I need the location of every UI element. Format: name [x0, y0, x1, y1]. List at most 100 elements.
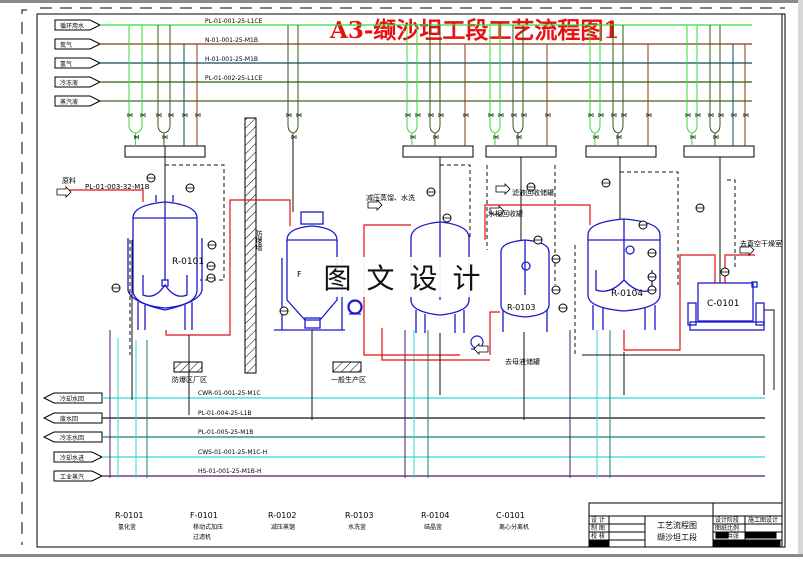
line-code: HS-01-001-25-M1B-H — [198, 468, 262, 475]
equipment-list-item: R-0101 氢化釜 — [115, 511, 143, 531]
equipment-tag: R-0101 — [115, 511, 143, 520]
instrument-bubble[interactable] — [526, 182, 536, 192]
instrument-bubble[interactable] — [601, 178, 611, 188]
utility-drop: ⋈ — [195, 44, 201, 146]
instrument-bubble[interactable] — [558, 303, 568, 313]
svg-text:⋈: ⋈ — [588, 112, 594, 119]
instrument-bubble[interactable] — [551, 285, 561, 295]
instrument-bubble[interactable] — [279, 306, 289, 316]
svg-text:⋈: ⋈ — [488, 112, 494, 119]
utility-drop: ⋈⋈⋈ — [511, 25, 527, 146]
equipment-tag: R-0104 — [421, 511, 449, 520]
distribution-headers — [124, 145, 755, 158]
svg-text:⋈: ⋈ — [195, 112, 201, 119]
annotation-aqueous: 水相回收罐 — [488, 209, 523, 218]
inlet-tag — [53, 451, 104, 463]
watermark: 图 文 设 计 — [316, 257, 488, 297]
svg-text:⋈: ⋈ — [156, 112, 162, 119]
svg-text:⋈: ⋈ — [690, 134, 696, 141]
tb-right-scale: 图纸比例 — [715, 524, 739, 532]
tb-section: 缬沙坦工段 — [657, 532, 697, 542]
instrument-bubble[interactable] — [442, 213, 452, 223]
utility-label: 冷却水回 — [60, 395, 84, 403]
zone-hatch-1 — [173, 361, 203, 373]
svg-text:⋈: ⋈ — [182, 112, 188, 119]
utility-drop: ⋈⋈⋈ — [286, 25, 302, 146]
annotation-to-dryer: 去真空干燥室 — [740, 239, 782, 248]
inlet-tag — [54, 38, 102, 50]
instrument-bubble[interactable] — [426, 187, 436, 197]
svg-text:⋈: ⋈ — [685, 112, 691, 119]
svg-text:⋈: ⋈ — [718, 112, 724, 119]
outlet-tag — [42, 392, 103, 404]
feed-line-code: PL-01-003-32-M1B — [85, 183, 150, 191]
instrument-bubble[interactable] — [206, 261, 216, 271]
svg-text:⋈: ⋈ — [743, 112, 749, 119]
equipment-name: 离心分离机 — [499, 523, 529, 531]
instrument-bubble[interactable] — [720, 267, 730, 277]
flow-arrow-icon — [56, 186, 72, 198]
svg-text:⋈: ⋈ — [134, 134, 140, 141]
utility-drop: ⋈ — [743, 44, 749, 146]
annotation-to-r0102: 减压蒸馏、水洗 — [366, 193, 415, 202]
utility-drop: ⋈⋈⋈ — [127, 25, 146, 146]
instrument-bubble[interactable] — [638, 220, 648, 230]
svg-text:⋈: ⋈ — [511, 112, 517, 119]
utility-drop: ⋈ — [545, 44, 551, 146]
window-right-border — [798, 0, 803, 557]
blast-wall-label: 防爆墙 — [255, 229, 263, 252]
inlet-tag — [54, 95, 102, 107]
drawing-frame — [21, 7, 786, 548]
vessel-r0103[interactable]: R-0103 — [500, 239, 550, 332]
instrument-bubble[interactable] — [695, 203, 705, 213]
instrument-bubble[interactable] — [551, 254, 561, 264]
instrument-bubble[interactable] — [647, 248, 657, 258]
utility-inlet[interactable]: 氢气H-01-001-25-M1B — [54, 56, 752, 69]
tb-row-design: 设 计 — [591, 516, 605, 524]
pump-icon[interactable] — [348, 300, 362, 315]
instrument-bubble[interactable] — [185, 183, 195, 193]
inlet-tag — [54, 19, 102, 31]
utility-drop: ⋈⋈⋈ — [611, 25, 627, 146]
svg-text:⋈: ⋈ — [291, 134, 297, 141]
instrument-bubble[interactable] — [146, 173, 156, 183]
zone-hatch-2 — [332, 361, 362, 373]
instrument-bubble[interactable] — [206, 273, 216, 283]
instrument-bubble[interactable] — [647, 285, 657, 295]
equipment-name: 氢化釜 — [118, 523, 136, 531]
title-block-text: 设 计 制 图 校 核 设计阶段 图纸比例 第张共张 施工图设计 工艺流程图 缬… — [591, 516, 778, 542]
vessel-label-r0101: R-0101 — [172, 257, 204, 267]
instrument-bubble[interactable] — [111, 283, 121, 293]
utility-drop: ⋈ — [646, 44, 652, 146]
utility-drop: ⋈ — [463, 44, 469, 146]
instrument-bubble[interactable] — [207, 240, 217, 250]
svg-text:⋈: ⋈ — [516, 134, 522, 141]
centrifuge-c0101[interactable]: C-0101 — [687, 281, 765, 331]
tb-drawing-name: 工艺流程图 — [657, 520, 697, 530]
utility-inlet[interactable]: 蒸汽液 — [54, 95, 752, 107]
svg-text:⋈: ⋈ — [162, 134, 168, 141]
svg-text:⋈: ⋈ — [646, 112, 652, 119]
inlet-label: 氢气 — [60, 60, 72, 68]
svg-text:⋈: ⋈ — [286, 112, 292, 119]
vessel-r0104[interactable]: R-0104 — [587, 218, 661, 330]
watermark-char: 计 — [452, 262, 481, 295]
instrument-bubble[interactable] — [647, 272, 657, 282]
equipment-name: 水洗釜 — [348, 523, 366, 531]
inlet-tag — [53, 470, 104, 482]
outlet-tag — [42, 431, 103, 443]
header-box-c0101 — [683, 145, 755, 158]
header-box-r0102 — [402, 145, 474, 158]
vessel-r0101[interactable]: R-0101 — [127, 195, 204, 330]
instrument-bubble[interactable] — [533, 235, 543, 245]
utility-inlet[interactable]: 氮气N-01-001-25-M1B — [54, 37, 752, 50]
